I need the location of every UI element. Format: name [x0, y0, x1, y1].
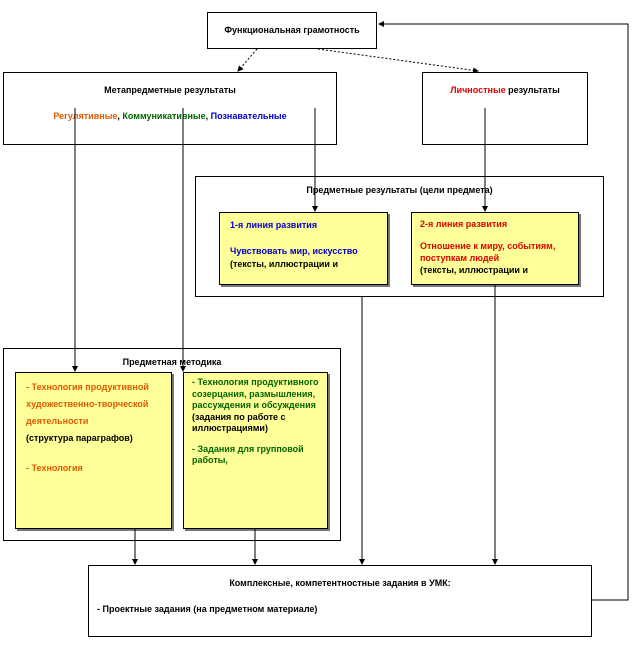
methodology-right-box: - Технология продуктивного созерцания, р… — [183, 372, 328, 529]
line2-text: Отношение к миру, событиям, поступкам лю… — [420, 241, 556, 263]
method-left-text: - Технология продуктивной художественно-… — [26, 382, 149, 426]
separator: , — [205, 111, 209, 121]
metasubject-results-box: Метапредметные результаты Регулятивные, … — [3, 72, 337, 145]
personal-title-rest: результаты — [508, 85, 560, 95]
separator: , — [117, 111, 120, 121]
personal-results-box: Личностные результаты — [422, 72, 588, 145]
dashed-arrow-personal — [317, 48, 479, 74]
line2-title: 2-я линия развития — [420, 219, 508, 229]
method-left-note: (структура параграфов) — [26, 433, 133, 443]
method-right-text2: - Задания для групповой работы, — [192, 443, 304, 466]
personal-title-colored: Личностные — [450, 85, 506, 95]
functional-literacy-box: Функциональная грамотность — [207, 12, 377, 49]
communicative-label: Коммуникативные — [122, 111, 206, 121]
method-left-text2: - Технология — [26, 463, 83, 473]
personal-title: Личностные результаты — [423, 85, 587, 95]
method-right-note: (задания по работе с иллюстрациями) — [192, 411, 286, 434]
complex-tasks-title: Комплексные, компетентностные задания в … — [229, 578, 451, 588]
complex-tasks-box: Комплексные, компетентностные задания в … — [88, 565, 592, 637]
line1-text: Чувствовать мир, искусство — [230, 246, 358, 256]
development-line-1-box: 1-я линия развития Чувствовать мир, иску… — [219, 212, 388, 285]
regulative-label: Регулятивные — [53, 111, 118, 121]
method-right-text: - Технология продуктивного созерцания, р… — [192, 377, 319, 410]
methodology-left-box: - Технология продуктивной художественно-… — [15, 372, 172, 529]
metasubject-types: Регулятивные, Коммуникативные, Познавате… — [4, 111, 336, 121]
development-line-2-box: 2-я линия развития Отношение к миру, соб… — [411, 212, 579, 285]
line1-title: 1-я линия развития — [230, 220, 318, 230]
metasubject-title: Метапредметные результаты — [104, 85, 236, 95]
line2-note: (тексты, иллюстрации и — [420, 265, 528, 275]
cognitive-label: Познавательные — [210, 111, 287, 121]
methodology-title: Предметная методика — [122, 357, 222, 367]
line1-note: (тексты, иллюстрации и — [230, 259, 338, 269]
subject-title: Предметные результаты (цели предмета) — [306, 185, 493, 195]
functional-literacy-title: Функциональная грамотность — [224, 25, 360, 35]
dashed-arrow-meta — [237, 48, 258, 72]
project-tasks-item: - Проектные задания (на предметном матер… — [97, 604, 318, 614]
